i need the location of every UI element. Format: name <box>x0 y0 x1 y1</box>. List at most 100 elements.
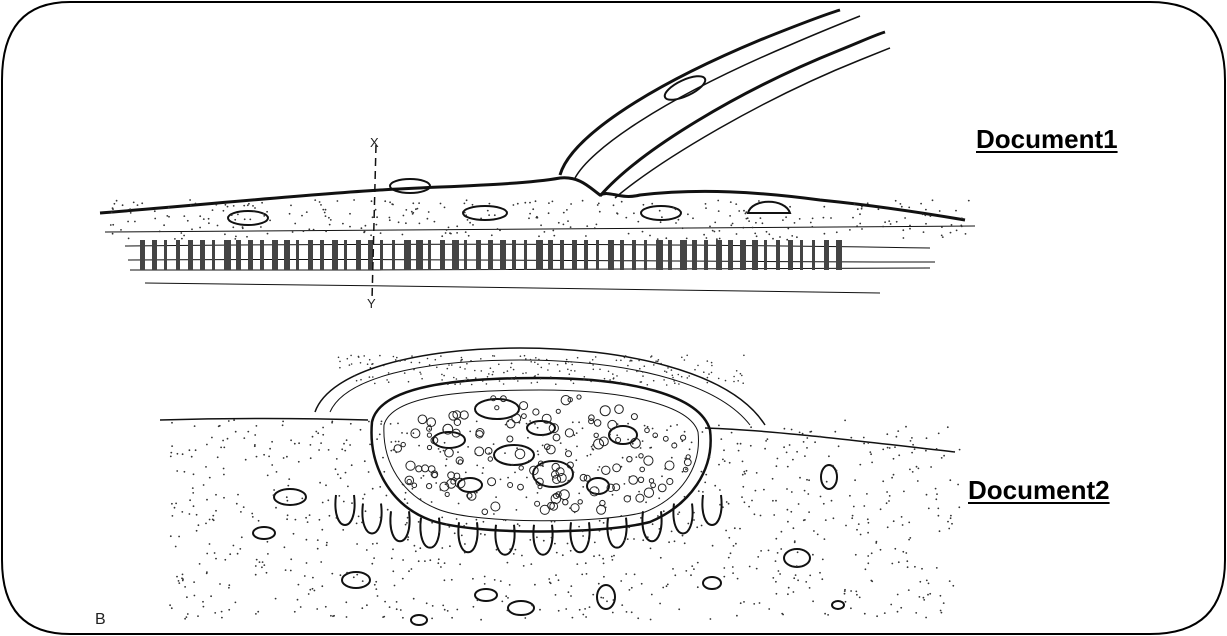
stipple-dot <box>951 224 953 226</box>
stipple-dot <box>439 451 441 453</box>
striation-band <box>644 240 647 270</box>
stipple-dot <box>184 618 186 620</box>
striation-band <box>692 240 697 270</box>
stipple-dot <box>245 459 247 461</box>
stipple-dot <box>446 229 448 231</box>
stipple-dot <box>599 530 601 532</box>
stipple-dot <box>722 459 724 461</box>
stipple-dot <box>795 574 797 576</box>
stipple-dot <box>765 440 767 442</box>
striation-band <box>152 240 157 270</box>
stipple-dot <box>716 587 718 589</box>
stipple-dot <box>925 209 927 211</box>
stipple-dot <box>666 585 668 587</box>
stipple-dot <box>476 421 478 423</box>
stipple-dot <box>220 447 222 449</box>
stipple-dot <box>563 212 565 214</box>
stipple-dot <box>292 231 294 233</box>
stipple-dot <box>773 514 775 516</box>
stipple-dot <box>338 357 340 359</box>
stipple-dot <box>894 548 896 550</box>
stipple-dot <box>777 458 779 460</box>
stipple-dot <box>440 566 442 568</box>
stipple-dot <box>271 441 273 443</box>
stipple-dot <box>559 370 561 372</box>
stipple-dot <box>685 570 687 572</box>
stipple-dot <box>642 375 644 377</box>
stipple-dot <box>923 597 925 599</box>
stipple-dot <box>567 543 569 545</box>
stipple-dot <box>548 202 550 204</box>
stipple-dot <box>858 523 860 525</box>
stipple-dot <box>589 362 591 364</box>
stipple-dot <box>511 464 513 466</box>
vesicle <box>565 429 573 437</box>
stipple-dot <box>388 372 390 374</box>
stipple-dot <box>620 360 622 362</box>
stipple-dot <box>509 548 511 550</box>
stipple-dot <box>868 522 870 524</box>
stipple-dot <box>193 473 195 475</box>
stipple-dot <box>863 505 865 507</box>
stipple-dot <box>301 215 303 217</box>
stipple-dot <box>803 441 805 443</box>
stipple-dot <box>321 585 323 587</box>
stipple-dot <box>903 237 905 239</box>
stipple-dot <box>745 211 747 213</box>
stipple-dot <box>612 494 614 496</box>
stipple-dot <box>757 556 759 558</box>
striation-band <box>224 240 231 270</box>
stipple-dot <box>688 375 690 377</box>
stipple-dot <box>196 530 198 532</box>
stipple-dot <box>389 219 391 221</box>
vesicle <box>488 478 496 486</box>
stipple-dot <box>393 356 395 358</box>
stipple-dot <box>338 495 340 497</box>
stipple-dot <box>597 204 599 206</box>
stipple-dot <box>513 528 515 530</box>
striation-band <box>176 240 180 270</box>
stipple-dot <box>421 378 423 380</box>
stipple-dot <box>496 549 498 551</box>
schwann-cap <box>315 348 765 425</box>
stipple-dot <box>262 561 264 563</box>
stipple-dot <box>552 479 554 481</box>
stipple-dot <box>467 219 469 221</box>
stipple-dot <box>467 446 469 448</box>
nucleus <box>641 206 681 220</box>
stipple-dot <box>468 235 470 237</box>
stipple-dot <box>263 215 265 217</box>
vesicle <box>416 466 422 472</box>
sarcoplasm-mitochondria <box>253 465 844 625</box>
stipple-dot <box>537 374 539 376</box>
striation-band <box>788 240 793 270</box>
stipple-dot <box>120 229 122 231</box>
stipple-dot <box>768 233 770 235</box>
stipple-dot <box>576 446 578 448</box>
stipple-dot <box>565 363 567 365</box>
stipple-dot <box>573 383 575 385</box>
stipple-dot <box>530 361 532 363</box>
stipple-dot <box>169 604 171 606</box>
stipple-dot <box>500 580 502 582</box>
stipple-dot <box>429 559 431 561</box>
junctional-fold <box>533 525 552 555</box>
stipple-dot <box>340 574 342 576</box>
stipple-dot <box>507 477 509 479</box>
stipple-dot <box>346 439 348 441</box>
vesicle <box>644 456 653 465</box>
stipple-dot <box>209 519 211 521</box>
stipple-dot <box>844 590 846 592</box>
stipple-dot <box>595 356 597 358</box>
stipple-dot <box>702 431 704 433</box>
stipple-dot <box>591 446 593 448</box>
stipple-dot <box>261 202 263 204</box>
stipple-dot <box>303 230 305 232</box>
stipple-dot <box>232 226 234 228</box>
stipple-dot <box>304 575 306 577</box>
stipple-dot <box>254 207 256 209</box>
striation-band <box>740 240 746 270</box>
stipple-dot <box>480 358 482 360</box>
stipple-dot <box>706 237 708 239</box>
stipple-dot <box>884 221 886 223</box>
